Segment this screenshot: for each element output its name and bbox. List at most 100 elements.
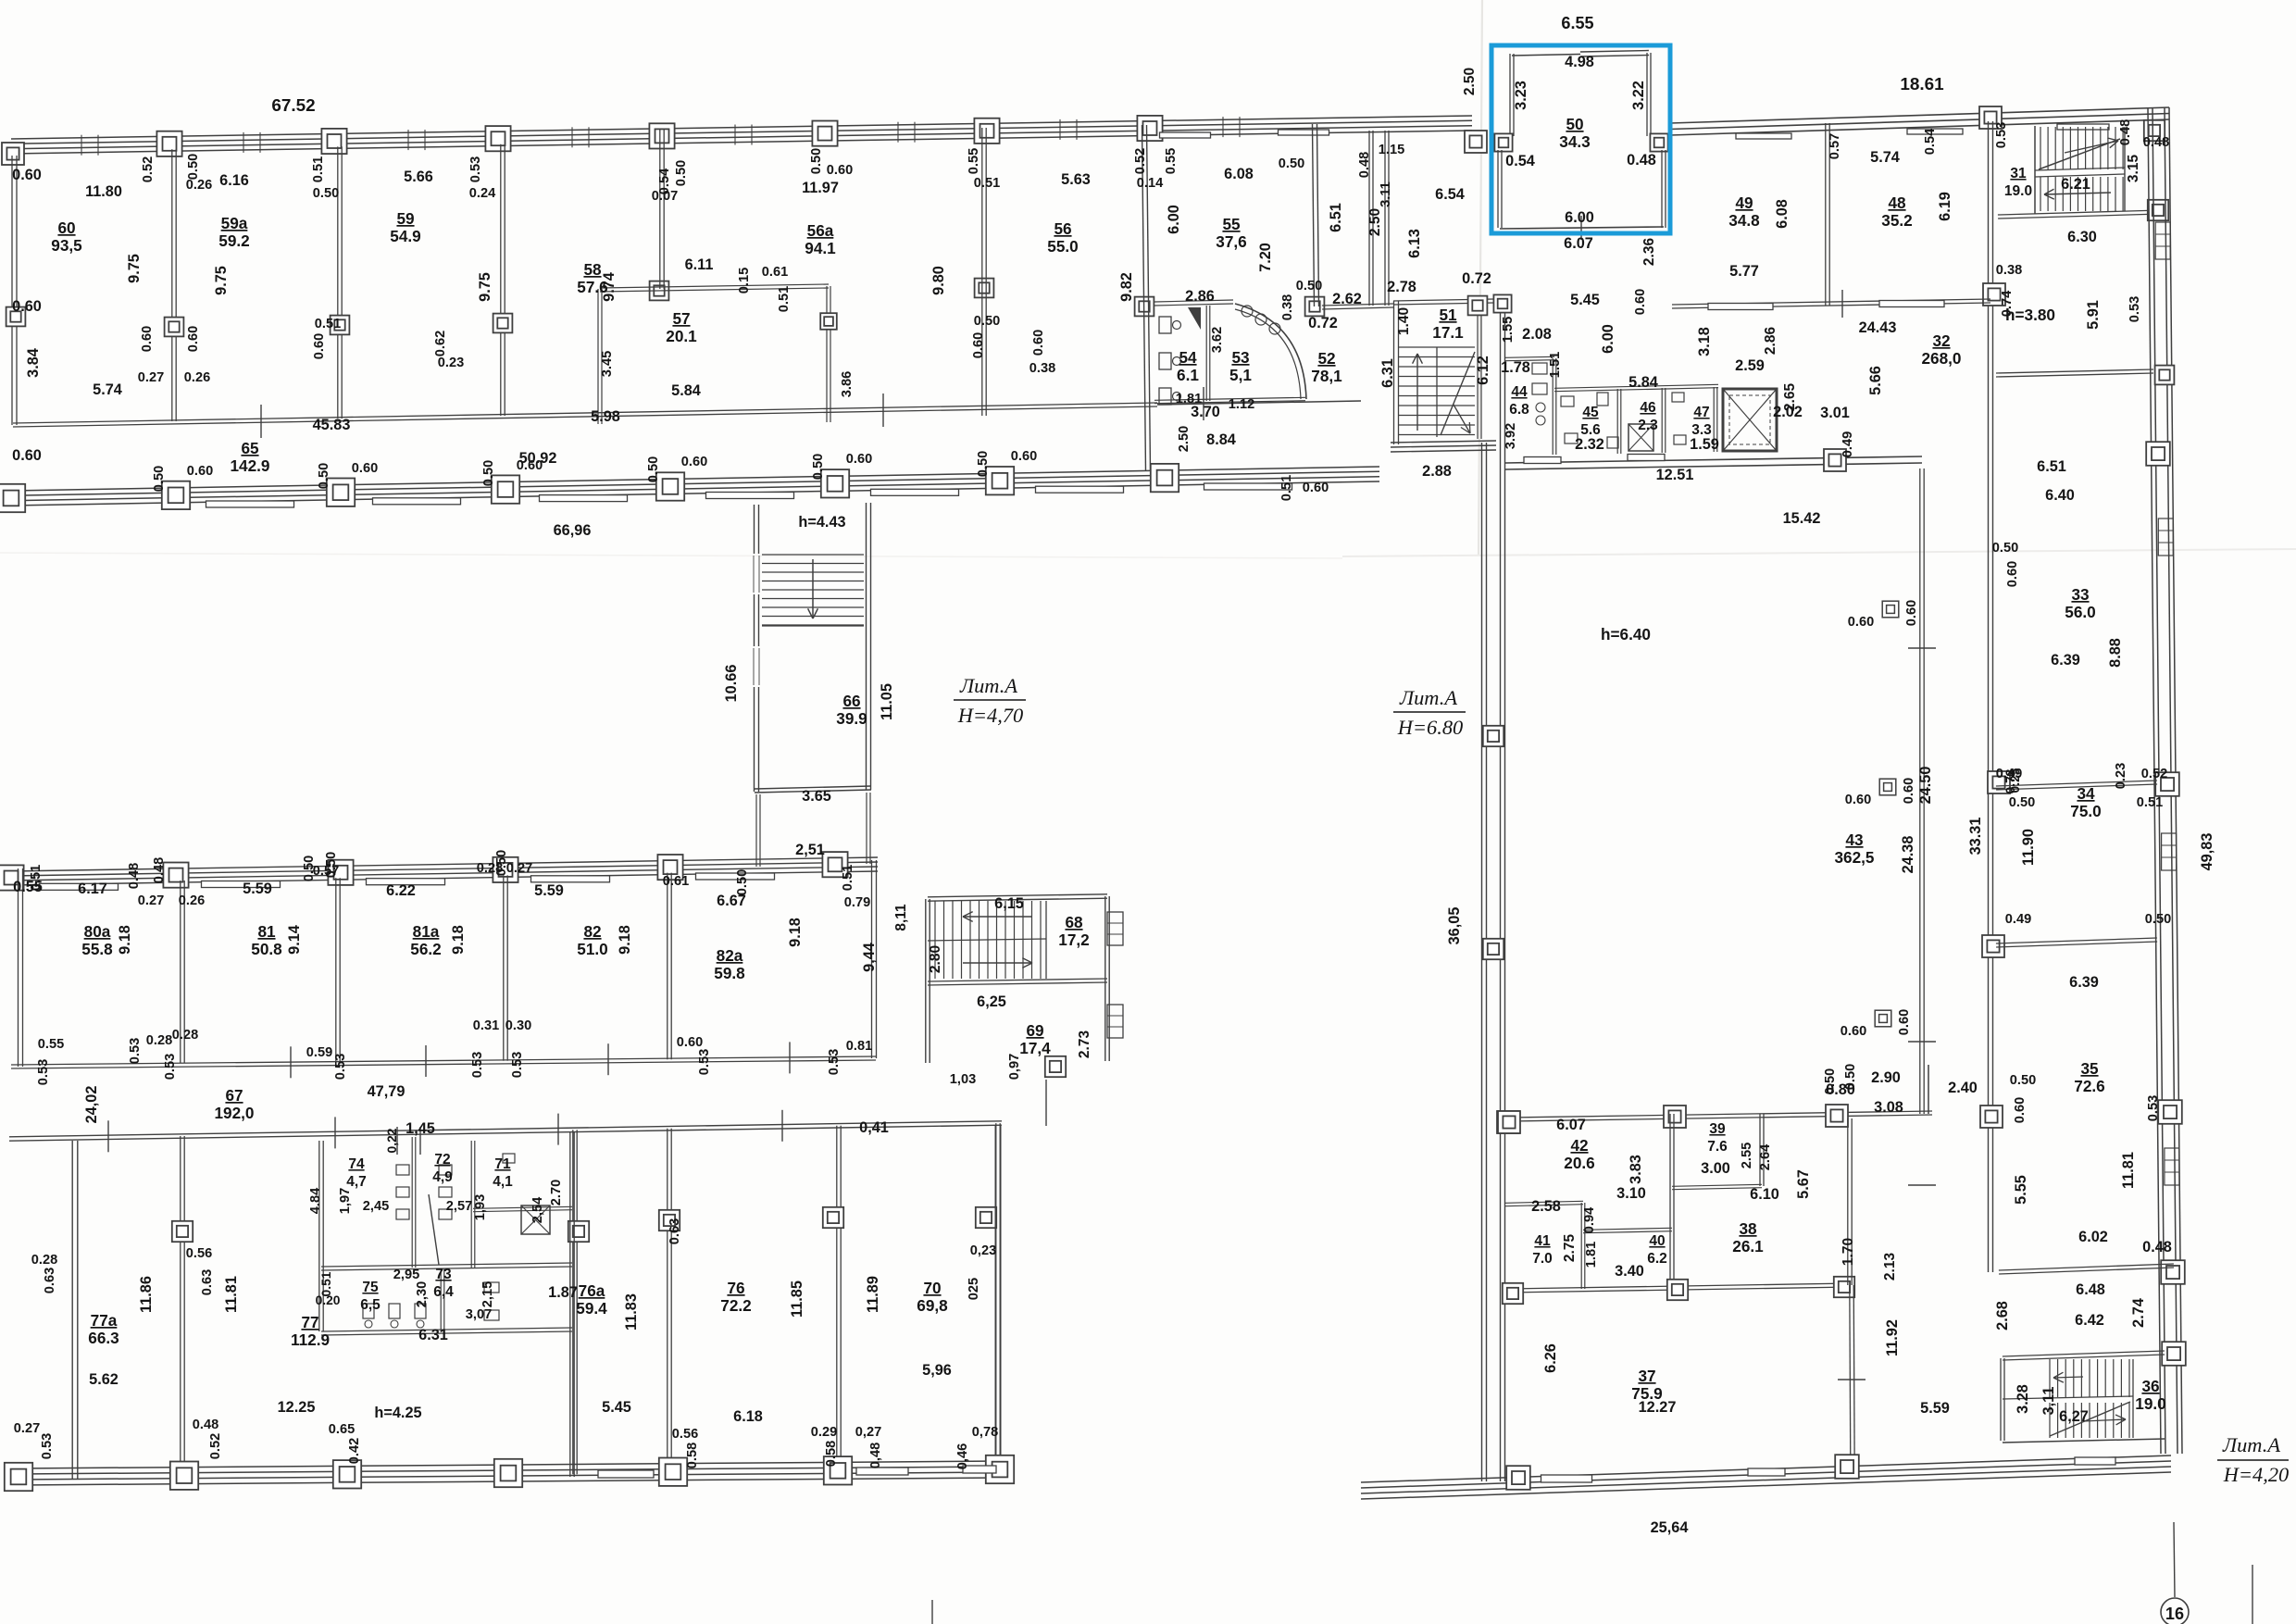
svg-text:0.51: 0.51	[315, 317, 341, 331]
svg-text:0.51: 0.51	[841, 865, 855, 891]
svg-text:9.75: 9.75	[126, 254, 143, 283]
svg-text:0.60: 0.60	[827, 163, 853, 178]
svg-text:h=3.80: h=3.80	[2005, 306, 2055, 324]
svg-text:55: 55	[1222, 215, 1241, 233]
svg-text:0.48: 0.48	[2118, 119, 2133, 145]
svg-text:68: 68	[1065, 913, 1083, 931]
svg-text:12.27: 12.27	[1639, 1399, 1677, 1416]
svg-text:0.53: 0.53	[468, 156, 483, 182]
svg-text:5.67: 5.67	[1795, 1169, 1812, 1199]
svg-text:0.23: 0.23	[2114, 763, 2128, 789]
svg-text:19.0: 19.0	[2004, 183, 2032, 199]
svg-text:5.45: 5.45	[1570, 292, 1600, 308]
svg-text:2.36: 2.36	[1641, 238, 1657, 267]
svg-text:2.86: 2.86	[1185, 288, 1215, 305]
svg-text:75: 75	[362, 1280, 379, 1295]
svg-text:58: 58	[583, 260, 602, 279]
svg-text:42: 42	[1570, 1136, 1588, 1155]
svg-text:9.18: 9.18	[617, 925, 633, 955]
svg-text:0.60: 0.60	[1897, 1009, 1912, 1035]
svg-text:6.1: 6.1	[1177, 366, 1199, 384]
svg-text:0.60: 0.60	[681, 455, 707, 469]
svg-text:41: 41	[1534, 1233, 1551, 1249]
svg-text:0.24: 0.24	[469, 186, 496, 201]
svg-text:9.82: 9.82	[1118, 272, 1135, 302]
svg-text:47: 47	[1693, 405, 1709, 420]
svg-text:1.59: 1.59	[1690, 436, 1719, 453]
svg-text:0.15: 0.15	[737, 268, 752, 294]
svg-text:0.28: 0.28	[31, 1253, 57, 1268]
svg-text:9.14: 9.14	[286, 925, 303, 955]
svg-text:36: 36	[2141, 1377, 2159, 1395]
svg-text:57.6: 57.6	[577, 278, 607, 296]
svg-text:0.72: 0.72	[1308, 315, 1338, 331]
svg-text:1,45: 1,45	[406, 1120, 435, 1137]
svg-text:0.28: 0.28	[146, 1033, 172, 1048]
svg-text:37,6: 37,6	[1216, 232, 1246, 251]
svg-text:5.59: 5.59	[534, 882, 564, 899]
svg-text:1,03: 1,03	[950, 1072, 976, 1087]
svg-text:6.31: 6.31	[1379, 358, 1396, 388]
svg-text:2.74: 2.74	[2130, 1298, 2147, 1328]
svg-text:2.75: 2.75	[1562, 1234, 1578, 1263]
svg-text:66: 66	[842, 692, 860, 710]
svg-text:H=4,20: H=4,20	[2223, 1463, 2289, 1486]
svg-text:4,1: 4,1	[493, 1174, 513, 1190]
svg-text:36,05: 36,05	[1446, 907, 1463, 945]
svg-text:2.32: 2.32	[1575, 436, 1604, 453]
svg-text:3,07: 3,07	[466, 1307, 492, 1322]
svg-text:5.63: 5.63	[1061, 171, 1091, 188]
svg-text:0.50: 0.50	[735, 869, 750, 895]
svg-text:0.56: 0.56	[672, 1427, 698, 1442]
svg-text:0.60: 0.60	[1902, 778, 1916, 804]
svg-text:11.86: 11.86	[138, 1276, 155, 1313]
svg-text:6.22: 6.22	[386, 882, 416, 899]
svg-text:11.90: 11.90	[2020, 829, 2037, 866]
svg-text:0.60: 0.60	[312, 333, 327, 359]
svg-text:94.1: 94.1	[805, 239, 836, 257]
svg-text:56: 56	[1054, 219, 1071, 238]
svg-text:0.60: 0.60	[1633, 289, 1648, 315]
svg-text:0.55: 0.55	[38, 1037, 64, 1052]
svg-text:0.55: 0.55	[967, 148, 981, 174]
svg-text:17,4: 17,4	[1019, 1039, 1051, 1057]
svg-text:0.60: 0.60	[1303, 481, 1329, 495]
svg-text:9.80: 9.80	[930, 266, 947, 295]
svg-text:5.62: 5.62	[89, 1371, 119, 1388]
svg-text:2.86: 2.86	[1763, 327, 1778, 356]
svg-text:67: 67	[225, 1086, 243, 1105]
svg-text:3.40: 3.40	[1615, 1263, 1644, 1280]
svg-text:0.29: 0.29	[811, 1425, 837, 1440]
svg-text:0.61: 0.61	[762, 265, 788, 280]
svg-text:5,1: 5,1	[1229, 366, 1252, 384]
svg-text:1.15: 1.15	[1379, 143, 1404, 157]
svg-text:1,93: 1,93	[473, 1194, 488, 1220]
svg-text:51.0: 51.0	[577, 940, 607, 958]
svg-text:1.87: 1.87	[548, 1284, 578, 1301]
svg-text:8.88: 8.88	[2107, 638, 2124, 668]
svg-text:0.52: 0.52	[1133, 148, 1148, 174]
svg-text:3.3: 3.3	[1691, 422, 1712, 438]
svg-text:0.26: 0.26	[184, 370, 210, 385]
svg-text:75.9: 75.9	[1631, 1384, 1662, 1403]
svg-text:6.10: 6.10	[1750, 1186, 1779, 1203]
svg-text:35: 35	[2080, 1059, 2099, 1078]
svg-text:3.18: 3.18	[1696, 327, 1713, 356]
svg-text:2.55: 2.55	[1740, 1143, 1754, 1168]
svg-text:5.6: 5.6	[1580, 422, 1601, 438]
svg-text:0.74: 0.74	[2000, 290, 2015, 317]
svg-text:2.88: 2.88	[1422, 463, 1452, 480]
svg-text:35.2: 35.2	[1881, 211, 1912, 230]
svg-text:12.51: 12.51	[1656, 467, 1694, 483]
svg-text:0.60: 0.60	[12, 298, 42, 315]
svg-text:1.81: 1.81	[1584, 1242, 1599, 1268]
svg-text:11.85: 11.85	[789, 1280, 805, 1318]
svg-text:6,15: 6,15	[994, 895, 1024, 912]
svg-text:48: 48	[1888, 194, 1906, 212]
svg-text:0.23: 0.23	[438, 356, 464, 370]
svg-text:11.80: 11.80	[85, 183, 122, 200]
svg-text:Лит.А: Лит.А	[959, 674, 1017, 697]
svg-text:75.0: 75.0	[2070, 802, 2101, 820]
svg-text:0.52: 0.52	[141, 156, 156, 182]
svg-text:0.63: 0.63	[200, 1269, 215, 1295]
